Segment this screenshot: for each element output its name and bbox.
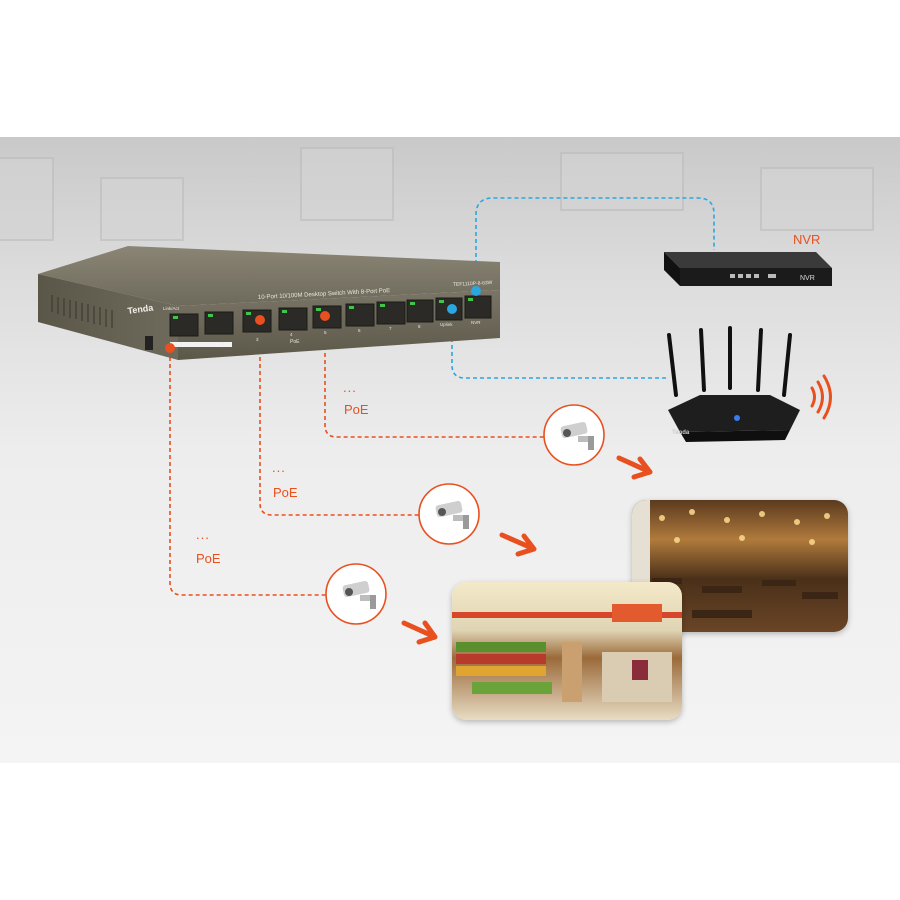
connection-dots-2: ... [272,460,286,475]
router-antennas [667,326,792,397]
wifi-signal-icon [810,374,832,420]
poe-label-3: PoE [344,402,369,417]
router-uplink-line [451,310,668,379]
supermarket-photo [452,582,682,720]
diagram-scene [0,137,900,763]
arrow-icon-2 [499,532,537,557]
switch-uplink-label: Uplink [440,322,453,327]
poe-line-3 [324,318,545,438]
switch-model-number: TEF1110P-8-63W [453,280,493,288]
vent-slots [51,295,113,328]
nvr-device: NVR [664,252,832,286]
port-5-dot [320,311,330,321]
port-number-5: 5 [324,330,327,335]
router-brand: Tenda [672,430,690,436]
nvr-port-dot [471,286,481,296]
router-device: Tenda [667,326,800,442]
port-number-3: 3 [256,337,259,342]
poe-lines [169,318,545,596]
nvr-title: NVR [793,232,821,247]
port-number-4: 4 [290,332,293,337]
arrow-icon-1 [401,620,438,645]
arrow-icon-3 [616,455,653,480]
port-label-strip [170,342,232,347]
port-number-1: 1 [180,342,183,347]
port-1-dot [165,343,175,353]
nvr-front-buttons [730,274,776,278]
switch-brand: Tenda [127,302,155,316]
camera-icons [325,404,605,625]
switch-poe-label: PoE [290,339,300,345]
port-number-6: 6 [358,328,361,333]
uplink-port-dot [447,304,457,314]
switch-link-label: Link/Act [163,306,180,311]
connection-dots-3: ... [343,380,357,395]
router-status-led [734,415,740,421]
poe-line-1 [169,350,326,596]
switch-nvr-label: NVR [471,320,481,325]
switch-port-numbers: 1 2 3 4 5 6 7 8 [180,324,421,347]
camera-icon-2 [418,483,480,545]
uplink-lines [451,197,715,379]
nvr-device-text: NVR [800,275,815,282]
camera-icon-1 [325,563,387,625]
camera-icon-3 [543,404,605,466]
nvr-uplink-line [475,197,715,292]
poe-label-1: PoE [196,551,221,566]
poe-label-2: PoE [273,485,298,500]
arrow-icons [401,455,653,645]
poe-switch: Tenda 10-Port 10/100M Desktop Switch Wit… [38,246,500,360]
port-number-8: 8 [418,324,421,329]
power-switch [145,336,153,350]
port-number-2: 2 [221,341,224,346]
port-number-7: 7 [389,326,392,331]
port-leds [173,298,473,319]
port-3-dot [255,315,265,325]
connection-dots-1: ... [196,527,210,542]
poe-line-2 [259,322,419,516]
